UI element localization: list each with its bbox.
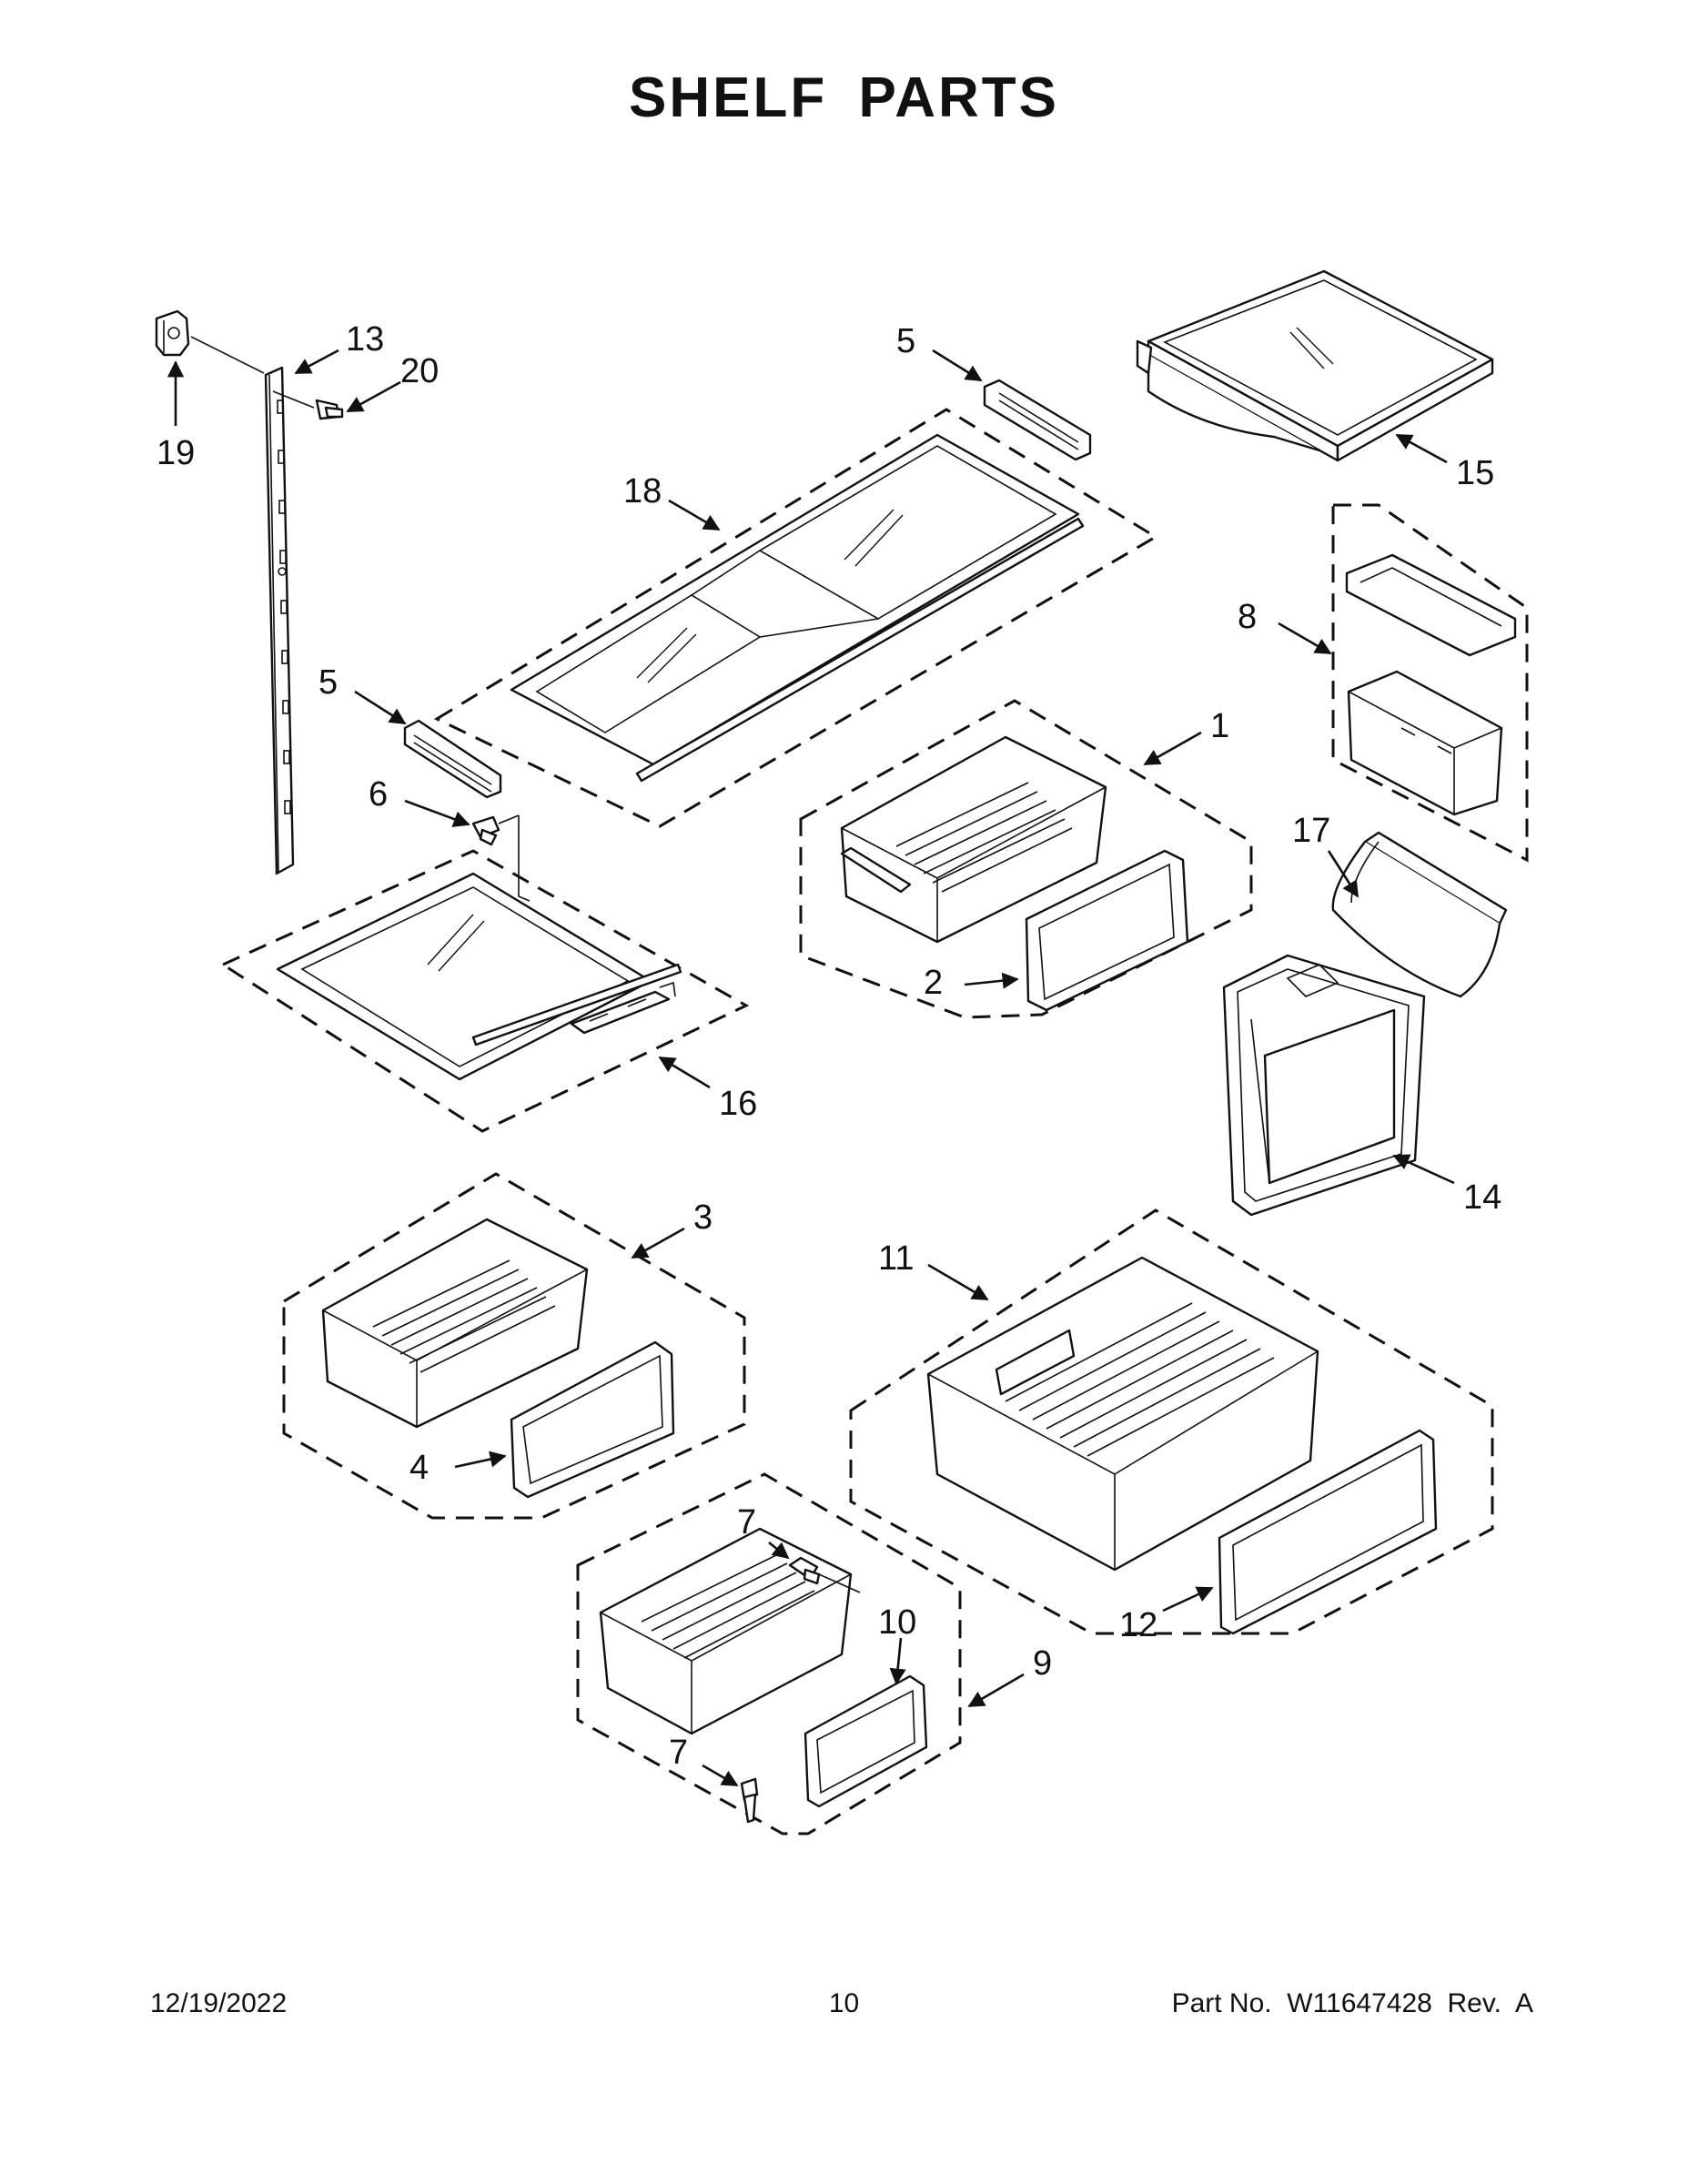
part-18-group-outline [433,408,1158,828]
footer-part-number: Part No. W11647428 Rev. A [1171,1988,1533,2018]
part-20-screw [272,390,344,420]
part-10-drawer-front [804,1674,928,1808]
part-11-group-outline [849,1208,1494,1635]
callout-14: 14 [1463,1178,1501,1217]
leader-20 [346,380,401,413]
callout-6: 6 [369,775,388,814]
lower-shelf-group-outline [219,849,750,1133]
callout-2: 2 [924,964,943,1002]
callout-4: 4 [409,1449,429,1487]
part-13-rail [190,336,295,875]
leader-8 [1278,622,1332,655]
leader-16 [658,1056,711,1089]
callout-17: 17 [1292,812,1330,850]
callout-15: 15 [1456,454,1494,492]
part-12-drawer-front [1218,1429,1438,1635]
part-16-sensor [570,981,676,1035]
leader-3 [631,1227,685,1259]
part-5-endcap-left [403,719,502,799]
part-7-screw-upper [788,1556,861,1593]
leader-15 [1395,433,1448,464]
part-15-glass-shelf [1136,269,1494,462]
part-14-frame [1222,954,1426,1217]
part-3-group-outline [282,1172,746,1520]
callout-8: 8 [1238,598,1257,636]
leader-9 [967,1673,1025,1708]
part-8-bin [1345,553,1517,816]
callout-3: 3 [693,1198,713,1237]
callout-7-lower: 7 [669,1734,688,1772]
callout-9: 9 [1033,1644,1052,1683]
part-19-clip [155,309,190,357]
footer-date: 12/19/2022 [150,1988,288,2018]
part-8-group-outline [1331,503,1529,863]
callout-20: 20 [400,352,439,390]
footer-page-number: 10 [828,1988,860,2018]
leader-14 [1392,1154,1455,1185]
callout-18: 18 [623,472,662,511]
part-1-crisper-drawer [840,735,1107,944]
callout-16: 16 [719,1085,757,1123]
part-2-crisper-cover [1025,849,1189,1012]
part-7-screw-lower [740,1777,759,1824]
part-9-small-drawer [599,1527,853,1735]
callout-5-left: 5 [318,663,338,702]
page-title: SHELF PARTS [629,66,1059,129]
leader-10 [889,1637,906,1685]
part-4-crisper-cover [510,1340,675,1499]
part-9-group-outline [576,1472,962,1835]
part-5-endcap-top [983,379,1092,461]
leader-18 [668,499,721,531]
callout-11: 11 [878,1239,914,1278]
callout-19: 19 [157,434,195,472]
leader-7-lower [702,1764,739,1787]
lower-left-glass-shelf [276,872,682,1081]
leader-4 [454,1451,507,1469]
leader-13 [294,349,339,375]
leader-5-top [932,349,983,382]
part-3-crisper-drawer [321,1218,589,1429]
part-11-large-drawer [926,1256,1319,1572]
leader-7-upper [768,1541,790,1560]
leader-11 [927,1263,989,1301]
callout-1: 1 [1210,707,1229,745]
leader-12 [1162,1586,1214,1613]
callout-7-upper: 7 [737,1503,756,1542]
leader-2 [964,972,1019,989]
part-17-curved-cover [1331,831,1508,998]
leader-6 [404,799,470,827]
callout-13: 13 [346,320,384,359]
callout-12: 12 [1119,1606,1157,1644]
part-18-glass-shelf-assy [510,433,1085,783]
callout-5-top: 5 [896,322,915,360]
leader-5-left [354,690,407,725]
leader-1 [1143,731,1202,766]
leader-17 [1327,850,1359,898]
part-6-screw [471,814,531,902]
callout-10: 10 [878,1603,916,1642]
